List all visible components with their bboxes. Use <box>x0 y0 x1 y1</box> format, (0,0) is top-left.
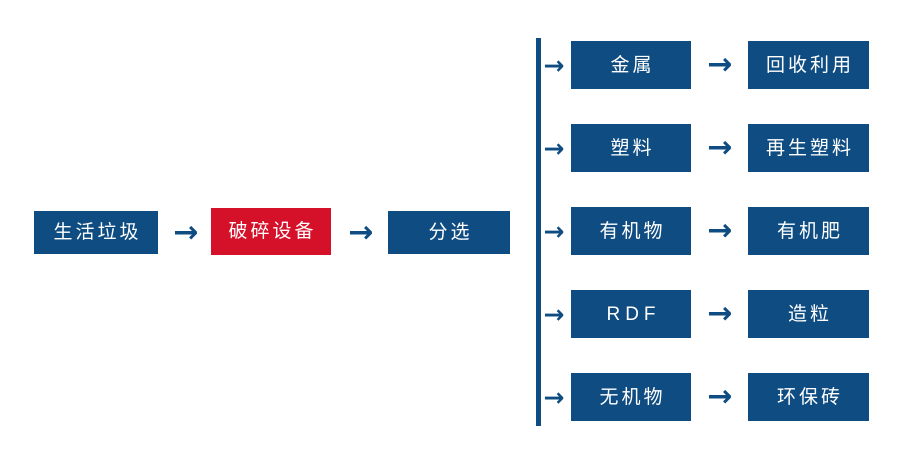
arrow-metal-to-recycling: → <box>707 47 733 82</box>
node-product-eco-brick[interactable]: 环保砖 <box>748 373 869 421</box>
spine-arrow-branch-3: → <box>543 216 565 246</box>
arrow-inorganic-to-eco-brick: → <box>707 379 733 414</box>
spine-arrow-branch-5: → <box>543 382 565 412</box>
node-fraction-inorganic[interactable]: 无机物 <box>571 373 691 421</box>
node-product-recycling[interactable]: 回收利用 <box>748 41 869 89</box>
node-fraction-plastic[interactable]: 塑料 <box>571 124 691 172</box>
arrow-input-to-crusher: → <box>173 214 199 250</box>
spine-arrow-branch-4: → <box>543 299 565 329</box>
node-fraction-organic[interactable]: 有机物 <box>571 207 691 255</box>
arrow-organic-to-fertilizer: → <box>707 213 733 248</box>
spine-arrow-branch-2: → <box>543 133 565 163</box>
arrow-plastic-to-recycled-plastic: → <box>707 130 733 165</box>
node-product-organic-fertilizer[interactable]: 有机肥 <box>748 207 869 255</box>
arrow-rdf-to-pelletizing: → <box>707 296 733 331</box>
node-fraction-metal[interactable]: 金属 <box>571 41 691 89</box>
arrow-crusher-to-sorting: → <box>348 214 374 250</box>
node-product-pelletizing[interactable]: 造粒 <box>748 290 869 338</box>
node-crushing-equipment[interactable]: 破碎设备 <box>211 208 331 255</box>
node-sorting[interactable]: 分选 <box>388 211 510 254</box>
spine-arrow-branch-1: → <box>543 50 565 80</box>
node-input-waste[interactable]: 生活垃圾 <box>34 211 158 254</box>
node-product-recycled-plastic[interactable]: 再生塑料 <box>748 124 869 172</box>
branch-spine <box>536 38 541 426</box>
node-fraction-rdf[interactable]: RDF <box>571 290 691 338</box>
